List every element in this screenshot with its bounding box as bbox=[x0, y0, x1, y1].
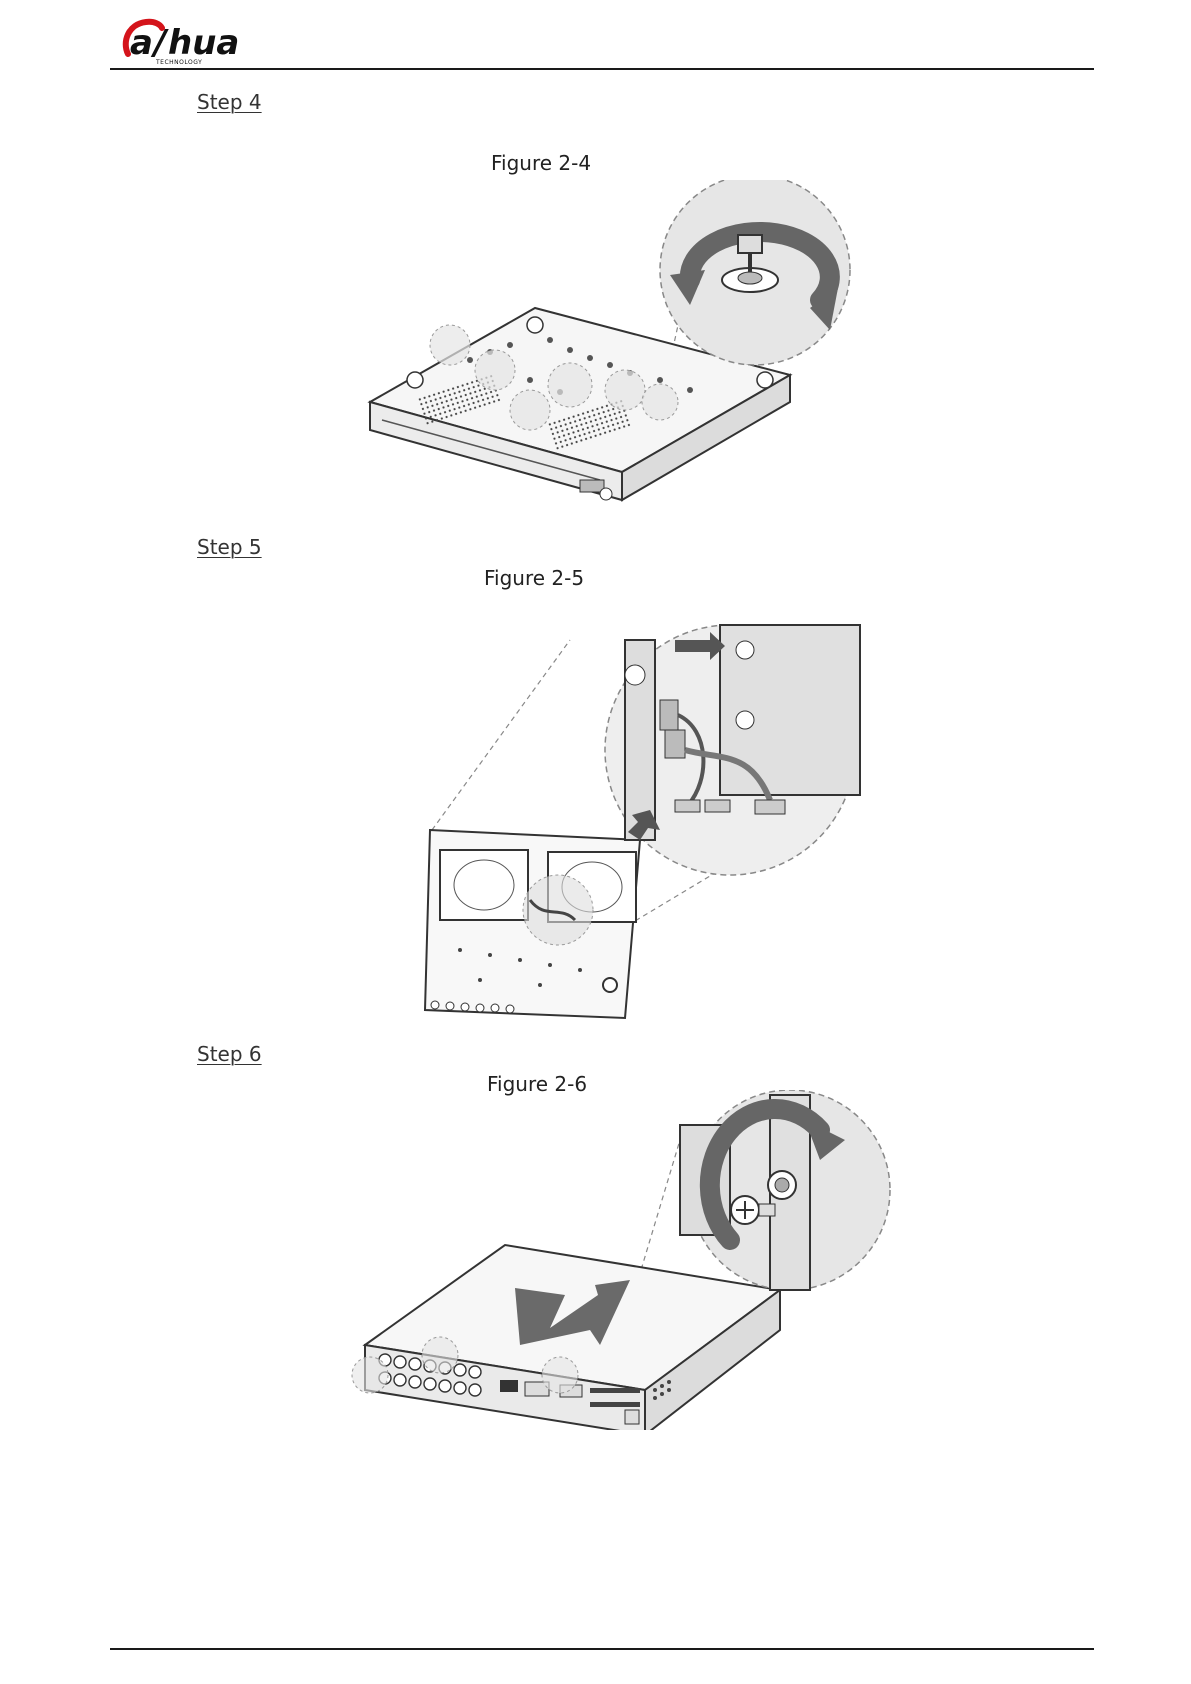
step-5-label: Step 5 bbox=[197, 535, 262, 559]
header-rule bbox=[110, 68, 1094, 70]
figure-2-5-illustration bbox=[420, 600, 880, 1025]
figure-2-4-illustration bbox=[360, 180, 920, 520]
dahua-logo: a / hua TECHNOLOGY bbox=[120, 14, 260, 66]
step-6-label: Step 6 bbox=[197, 1042, 262, 1066]
svg-text:TECHNOLOGY: TECHNOLOGY bbox=[155, 59, 202, 66]
svg-text:hua: hua bbox=[168, 23, 239, 63]
figure-2-6-illustration bbox=[350, 1090, 930, 1430]
footer-rule bbox=[110, 1648, 1094, 1650]
step-4-label: Step 4 bbox=[197, 90, 262, 114]
figure-2-5-caption: Figure 2-5 bbox=[484, 566, 584, 590]
svg-text:a: a bbox=[130, 23, 153, 63]
figure-2-4-caption: Figure 2-4 bbox=[491, 151, 591, 175]
